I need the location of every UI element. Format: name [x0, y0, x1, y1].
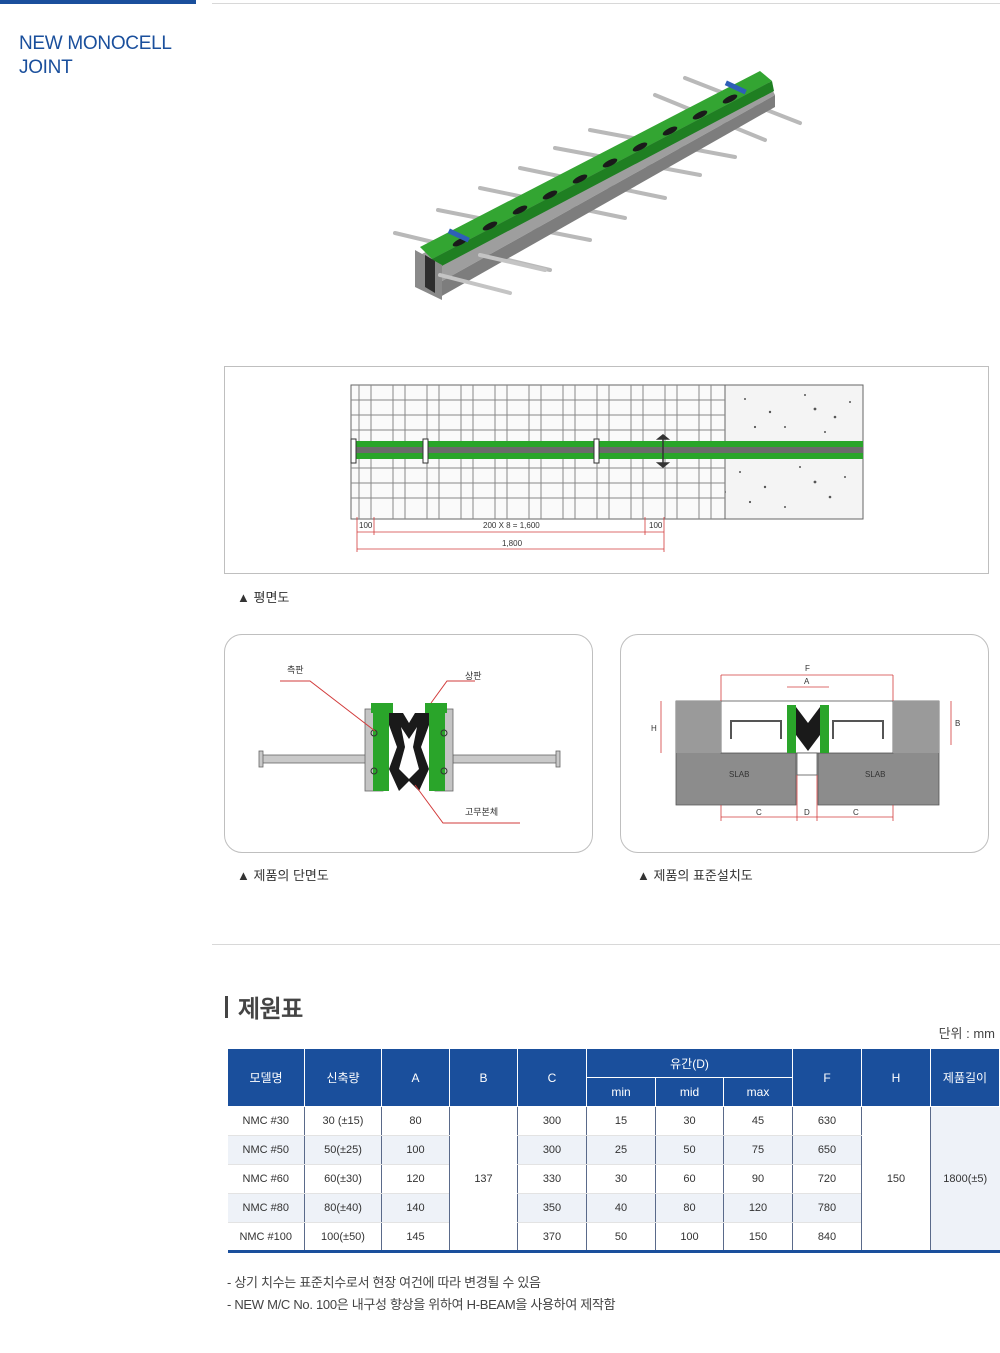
label-top-plate: 상판 — [465, 671, 482, 681]
header-stretch: 신축량 — [304, 1048, 382, 1107]
cell-min: 40 — [586, 1193, 656, 1223]
install-view-panel: F A H B SLAB SLAB C D C — [620, 634, 989, 853]
cell-b: 137 — [449, 1106, 518, 1253]
install-label-c-right: C — [853, 808, 859, 817]
cell-stretch: 50(±25) — [304, 1135, 382, 1165]
cell-a: 100 — [381, 1135, 450, 1165]
cell-mid: 30 — [655, 1106, 724, 1136]
cell-model: NMC #80 — [227, 1193, 305, 1223]
table-row: NMC #80 80(±40) 140 350 40 80 120 780 — [227, 1193, 1000, 1223]
cell-h: 150 — [861, 1106, 931, 1253]
cell-c: 330 — [517, 1164, 587, 1194]
product-3d-image — [393, 71, 802, 300]
cell-f: 630 — [792, 1106, 862, 1136]
install-label-d: D — [804, 808, 810, 817]
install-view-drawing: F A H B SLAB SLAB C D C — [651, 664, 960, 821]
cell-f: 840 — [792, 1222, 862, 1253]
install-label-h: H — [651, 724, 657, 733]
cell-max: 90 — [723, 1164, 793, 1194]
cell-stretch: 80(±40) — [304, 1193, 382, 1223]
cell-c: 350 — [517, 1193, 587, 1223]
cell-max: 150 — [723, 1222, 793, 1253]
cell-a: 80 — [381, 1106, 450, 1136]
table-row: NMC #30 30 (±15) 80 137 300 15 30 45 630… — [227, 1106, 1000, 1253]
install-label-f: F — [805, 664, 810, 673]
side-title: NEW MONOCELL JOINT — [19, 33, 171, 78]
cell-mid: 80 — [655, 1193, 724, 1223]
cell-mid: 100 — [655, 1222, 724, 1253]
header-gap: 유간(D) — [586, 1048, 793, 1078]
cell-mid: 50 — [655, 1135, 724, 1165]
plan-dim-right: 100 — [649, 521, 663, 530]
plan-view-panel: 100 200 X 8 = 1,600 100 1,800 — [224, 366, 989, 574]
plan-dim-total: 1,800 — [502, 539, 523, 548]
cell-f: 650 — [792, 1135, 862, 1165]
caption-section-view: ▲ 제품의 단면도 — [237, 868, 329, 883]
cell-a: 145 — [381, 1222, 450, 1253]
top-divider-line — [212, 3, 1000, 4]
cell-min: 25 — [586, 1135, 656, 1165]
cell-model: NMC #50 — [227, 1135, 305, 1165]
table-row: NMC #100 100(±50) 145 370 50 100 150 840 — [227, 1222, 1000, 1253]
cell-model: NMC #100 — [227, 1222, 305, 1253]
cell-model: NMC #30 — [227, 1106, 305, 1136]
cell-stretch: 30 (±15) — [304, 1106, 382, 1136]
cell-f: 720 — [792, 1164, 862, 1194]
label-rubber-body: 고무본체 — [465, 807, 498, 817]
heading-bar — [225, 995, 228, 1018]
cell-stretch: 60(±30) — [304, 1164, 382, 1194]
spec-heading: 제원표 — [225, 989, 303, 1024]
cell-max: 120 — [723, 1193, 793, 1223]
cell-f: 780 — [792, 1193, 862, 1223]
cell-c: 300 — [517, 1106, 587, 1136]
plan-dim-middle: 200 X 8 = 1,600 — [483, 521, 540, 530]
table-row: NMC #60 60(±30) 120 330 30 60 90 720 — [227, 1164, 1000, 1194]
cell-min: 15 — [586, 1106, 656, 1136]
cell-max: 45 — [723, 1106, 793, 1136]
spec-table: 모델명 신축량 A B C 유간(D) F H 제품길이 min mid max… — [227, 1048, 1000, 1253]
section-divider — [212, 944, 1000, 945]
cell-min: 50 — [586, 1222, 656, 1253]
section-view-drawing: 측판 상판 고무본체 — [258, 665, 561, 824]
cell-min: 30 — [586, 1164, 656, 1194]
cell-max: 75 — [723, 1135, 793, 1165]
header-min: min — [586, 1077, 656, 1107]
install-label-c-left: C — [756, 808, 762, 817]
spec-title: 제원표 — [238, 996, 303, 1023]
note-standard-dimensions: - 상기 치수는 표준치수로서 현장 여건에 따라 변경될 수 있음 — [227, 1275, 541, 1290]
plan-dim-left: 100 — [359, 521, 373, 530]
cell-stretch: 100(±50) — [304, 1222, 382, 1253]
label-side-plate: 측판 — [287, 665, 304, 675]
cell-c: 300 — [517, 1135, 587, 1165]
header-f: F — [792, 1048, 862, 1107]
header-h: H — [861, 1048, 931, 1107]
header-mid: mid — [655, 1077, 724, 1107]
unit-label: 단위 : mm — [938, 1026, 995, 1041]
header-max: max — [723, 1077, 793, 1107]
section-view-panel: 측판 상판 고무본체 — [224, 634, 593, 853]
table-row: NMC #50 50(±25) 100 300 25 50 75 650 — [227, 1135, 1000, 1165]
caption-plan-view: ▲ 평면도 — [237, 590, 290, 605]
install-label-slab-right: SLAB — [865, 770, 885, 779]
cell-length: 1800(±5) — [930, 1106, 1000, 1253]
header-model: 모델명 — [227, 1048, 305, 1107]
cell-model: NMC #60 — [227, 1164, 305, 1194]
cell-a: 120 — [381, 1164, 450, 1194]
cell-c: 370 — [517, 1222, 587, 1253]
header-b: B — [449, 1048, 518, 1107]
header-length: 제품길이 — [930, 1048, 1000, 1107]
note-h-beam: - NEW M/C No. 100은 내구성 향상을 위하여 H-BEAM을 사… — [227, 1297, 616, 1312]
header-a: A — [381, 1048, 450, 1107]
caption-install-view: ▲ 제품의 표준설치도 — [637, 868, 753, 883]
plan-view-drawing: 100 200 X 8 = 1,600 100 1,800 — [350, 384, 864, 552]
install-label-a: A — [804, 677, 810, 686]
cell-a: 140 — [381, 1193, 450, 1223]
top-accent-line — [0, 0, 196, 4]
cell-mid: 60 — [655, 1164, 724, 1194]
install-label-slab-left: SLAB — [729, 770, 749, 779]
header-c: C — [517, 1048, 587, 1107]
install-label-b: B — [955, 719, 960, 728]
